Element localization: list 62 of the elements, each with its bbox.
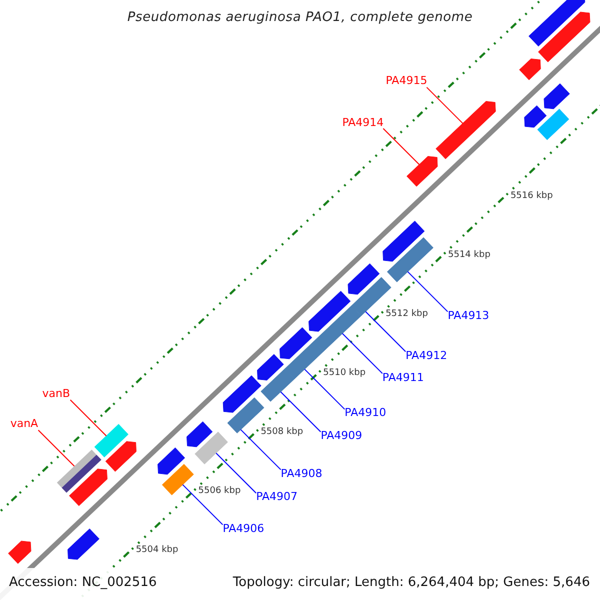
gene-segment — [524, 105, 547, 128]
gene-bar — [56, 450, 102, 493]
scale-label: 5508 kbp — [260, 427, 304, 438]
gene-segment — [348, 263, 380, 295]
leader-line — [365, 311, 406, 352]
gene-bar — [162, 464, 194, 496]
gene-segment — [8, 540, 32, 564]
gene-segment — [308, 290, 351, 332]
leader-line — [342, 333, 383, 374]
scale-label: 5512 kbp — [386, 309, 428, 320]
scale-label: 5516 kbp — [510, 190, 553, 201]
gene-label: PA4909 — [320, 430, 362, 442]
gene-bar — [386, 237, 434, 282]
gene-bar — [94, 424, 128, 458]
gene-segment — [544, 83, 570, 110]
gene-segment — [68, 528, 100, 560]
gene-segment — [158, 447, 186, 475]
leader-line — [38, 430, 75, 467]
leader-line — [182, 484, 224, 526]
gene-bar — [314, 305, 362, 352]
gene-label: PA4915 — [386, 75, 428, 88]
leader-line — [304, 368, 346, 410]
gene-bar — [537, 108, 570, 140]
scale-label: 5504 kbp — [136, 545, 178, 556]
gene-bar — [284, 340, 324, 380]
gene-bar — [260, 368, 295, 402]
leader-line — [216, 452, 257, 494]
gene-segment — [280, 327, 312, 360]
gene-label: PA4906 — [222, 522, 264, 535]
gene-segment — [519, 58, 541, 80]
gene-segment — [69, 468, 108, 506]
gene-segment — [538, 12, 590, 62]
leader-line — [382, 128, 420, 165]
gene-label: PA4912 — [406, 350, 448, 362]
gene-label: PA4913 — [448, 310, 490, 322]
gene-segment — [186, 421, 213, 448]
scale-label: 5510 kbp — [323, 368, 366, 378]
gene-label: PA4907 — [256, 491, 298, 504]
gene-segment — [406, 156, 438, 187]
scale-label: 5514 kbp — [448, 250, 490, 260]
leader-line — [240, 429, 282, 470]
gene-label: vanB — [42, 388, 70, 400]
leader-line — [407, 271, 448, 312]
leader-line — [426, 86, 464, 124]
gene-bar — [194, 432, 228, 464]
scale-label: 5506 kbp — [198, 486, 241, 496]
title: Pseudomonas aeruginosa PAO1, complete genome — [126, 10, 474, 25]
footer-text: Topology: circular; Length: 6,264,404 bp; Genes: 5,646 — [232, 575, 590, 590]
gene-segment — [222, 375, 262, 413]
gene-segment — [382, 220, 425, 262]
leader-line — [70, 399, 107, 436]
footer-text: Accession: NC_002516 — [9, 575, 157, 590]
gene-segment — [257, 354, 284, 380]
gene-segment — [528, 0, 586, 46]
gene-label: PA4914 — [342, 116, 384, 129]
gene-label: PA4911 — [382, 372, 424, 384]
gene-label: PA4908 — [280, 468, 322, 480]
gene-label: PA4910 — [344, 407, 386, 420]
gene-segment — [105, 441, 136, 472]
leader-line — [280, 391, 322, 432]
gene-label: vanA — [10, 418, 38, 430]
gene-segment — [436, 101, 496, 160]
